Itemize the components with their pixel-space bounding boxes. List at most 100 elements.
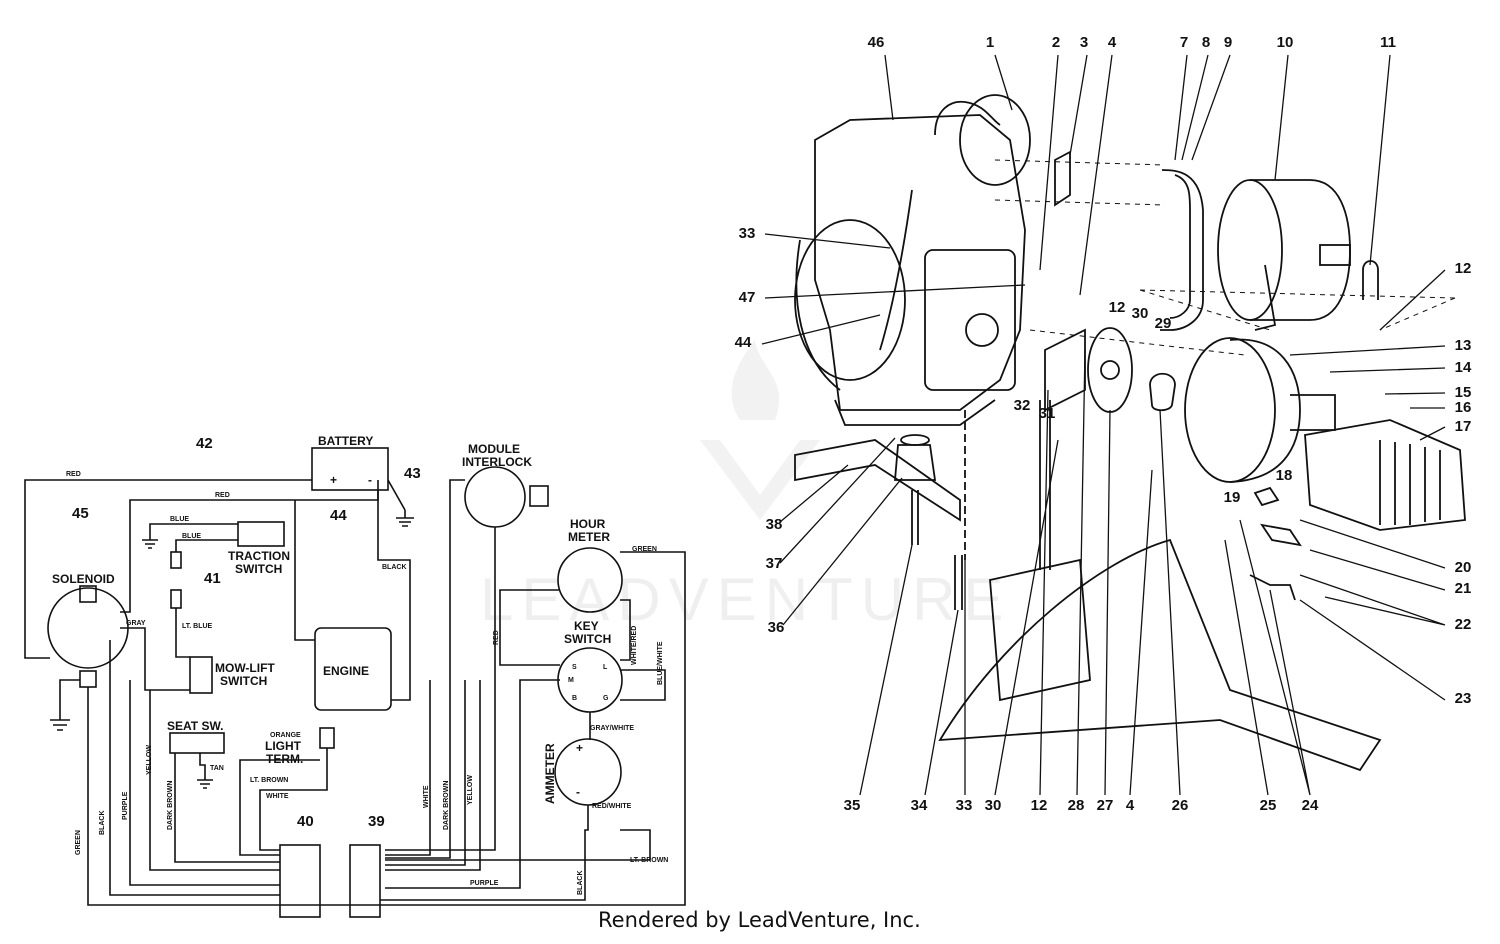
wiring-labels: BATTERY + - SOLENOID TRACTION SWITCH MOD… (52, 434, 668, 895)
hydraulic-pump (1304, 419, 1466, 531)
part-32: 32 (1014, 397, 1031, 414)
wire-label-green-hour: GREEN (632, 546, 657, 553)
callout-45: 45 (72, 505, 89, 522)
pump-housing-flange (1184, 337, 1276, 483)
wire-lt-brown (385, 829, 651, 861)
hour-label-2: METER (568, 530, 610, 544)
muffler-bracket (1254, 264, 1277, 331)
pump-housing-tab (1290, 394, 1336, 431)
part-23: 23 (1455, 690, 1472, 707)
ground-symbol-blue (142, 539, 158, 549)
ammeter-plus: + (576, 741, 583, 755)
wire-ground-43 (387, 479, 406, 511)
wire-green (87, 551, 686, 906)
key-label-2: SWITCH (564, 632, 611, 646)
part-13: 13 (1455, 337, 1472, 354)
wire-lt-blue (175, 608, 190, 658)
exhaust-pipe (1160, 169, 1204, 331)
wire-label-green-v: GREEN (75, 830, 82, 855)
solenoid-post-top (79, 585, 97, 603)
solenoid-label: SOLENOID (52, 572, 115, 586)
part-16: 16 (1455, 399, 1472, 416)
wire-label-dark-brown-v: DARK BROWN (167, 781, 174, 830)
wire-label-purple-v: PURPLE (122, 791, 129, 820)
part-3: 3 (1080, 34, 1088, 51)
wire-purple (129, 680, 280, 886)
module-interlock-body (464, 466, 526, 528)
key-term-s: S (572, 664, 577, 671)
watermark-flame (731, 340, 780, 420)
part-24: 24 (1302, 797, 1319, 814)
wire-blue-ground (149, 523, 238, 540)
engine-label: ENGINE (323, 664, 369, 678)
engine-flywheel-cover (795, 239, 841, 391)
fitting-22 (1249, 574, 1296, 601)
part-18: 18 (1276, 467, 1293, 484)
connector-40 (279, 844, 321, 918)
callout-42: 42 (196, 435, 213, 452)
part-22: 22 (1455, 616, 1472, 633)
hour-label-1: HOUR (570, 517, 606, 531)
solenoid-post-bottom (79, 670, 97, 688)
wire-label-yellow-39: YELLOW (467, 775, 474, 805)
part-20: 20 (1455, 559, 1472, 576)
part-30-mid: 30 (1132, 305, 1149, 322)
part-38: 38 (766, 516, 783, 533)
wire-label-yellow-v: YELLOW (146, 745, 153, 775)
part-2: 2 (1052, 34, 1060, 51)
traction-switch-box (237, 521, 285, 547)
wire-purple-39 (385, 679, 560, 889)
bolt-34 (954, 555, 963, 610)
wire-module (385, 527, 496, 851)
engine-box (314, 627, 392, 711)
wire-red-white (584, 805, 589, 870)
bolt-35 (911, 490, 919, 545)
wire-blue-white (620, 669, 666, 701)
mowlift-label-1: MOW-LIFT (215, 661, 275, 675)
wire-label-black-44: BLACK (382, 564, 407, 571)
wire-label-white-39: WHITE (423, 785, 430, 808)
frame-rail (794, 439, 961, 522)
wire-label-black-v: BLACK (99, 811, 106, 836)
wire-label-gray-white: GRAY/WHITE (590, 725, 634, 732)
wire-label-red-mid: RED (215, 492, 230, 499)
wire-label-lt-blue: LT. BLUE (182, 623, 213, 630)
frame-lower (938, 538, 1382, 772)
wire-label-lt-brown-r: LT. BROWN (630, 857, 668, 864)
part-29: 29 (1155, 315, 1172, 332)
wire-orange-lt-brown (239, 759, 320, 856)
wire-dark-brown-39 (385, 680, 466, 866)
hydraulic-pump-fins (1379, 440, 1441, 525)
part-44: 44 (735, 334, 752, 351)
wire-black-44 (377, 490, 411, 701)
spark-plug-wire (934, 100, 1001, 136)
part-12-right: 12 (1455, 260, 1472, 277)
isolator-top (900, 434, 930, 446)
part-47: 47 (739, 289, 756, 306)
fitting-21 (1260, 523, 1302, 547)
ammeter-label: AMMETER (543, 743, 557, 804)
part-7: 7 (1180, 34, 1188, 51)
solenoid-body (47, 587, 129, 669)
muffler-end (1217, 179, 1283, 321)
battery-label: BATTERY (318, 434, 373, 448)
callout-40: 40 (297, 813, 314, 830)
wire-label-blue-white: BLUE/WHITE (657, 641, 664, 685)
watermark-text: LEADVENTURE (480, 566, 1011, 633)
wire-label-dark-brown-39: DARK BROWN (443, 781, 450, 830)
coupling-26 (1149, 372, 1176, 412)
wire-label-tan: TAN (210, 765, 224, 772)
key-term-m: M (568, 677, 574, 684)
muffler-body (1250, 179, 1351, 321)
wire-ground-solenoid (59, 679, 80, 720)
wire-label-white-l: WHITE (266, 793, 289, 800)
crankshaft (965, 313, 999, 347)
part-14: 14 (1455, 359, 1472, 376)
wire-black-solenoid (109, 640, 280, 896)
wire-hour-red (499, 589, 560, 666)
light-label-3: TERM. (266, 752, 303, 766)
wire-label-purple-b: PURPLE (470, 880, 499, 887)
wire-dark-brown-seat (174, 753, 280, 863)
fuse-41-b (170, 589, 182, 609)
